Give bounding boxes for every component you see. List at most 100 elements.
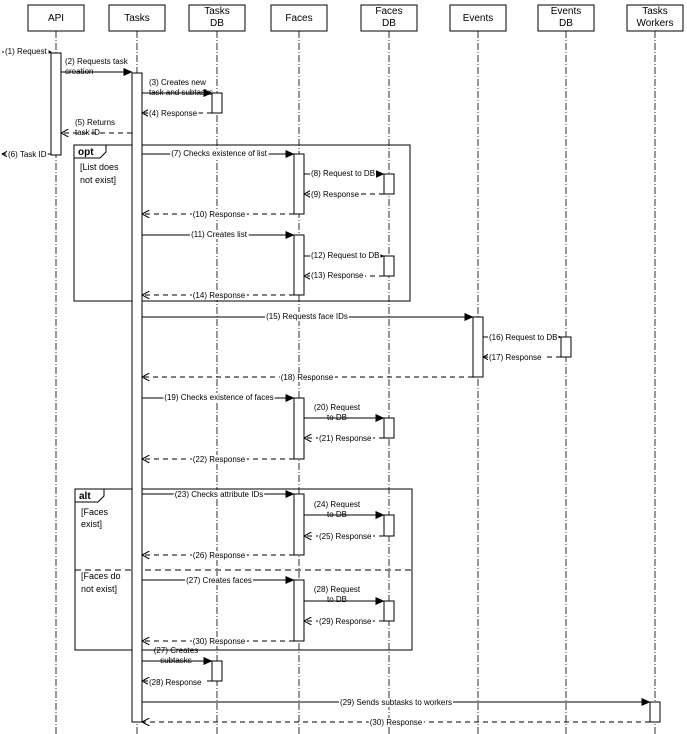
message-label-bg — [191, 455, 247, 464]
message-label: (24) Request — [314, 500, 361, 509]
message-label: (10) Response — [193, 210, 246, 219]
participant-box — [27, 4, 85, 32]
message-label-bg — [279, 373, 335, 382]
message-label: (26) Response — [193, 551, 246, 560]
message-m14: (14) Response — [142, 291, 294, 300]
message-label-bg — [310, 251, 381, 260]
participant-faces: Faces — [270, 4, 328, 32]
message-m23: (23) Checks attribute IDs — [142, 490, 295, 499]
message-label: (20) Request — [314, 403, 361, 412]
message-label: (5) Returns — [75, 118, 115, 127]
message-m1: (1) Request — [2, 47, 51, 56]
participant-box — [449, 4, 507, 32]
message-m12: (12) Request to DB — [304, 251, 385, 260]
message-label: (13) Response — [311, 271, 364, 280]
message-m18: (18) Response — [142, 373, 473, 382]
message-label: (29) Response — [319, 617, 372, 626]
participant-label: Tasks — [204, 6, 230, 17]
message-m30b: (30) Response — [142, 718, 650, 727]
message-label-bg — [4, 47, 49, 56]
message-label: (7) Checks existence of list — [171, 149, 267, 158]
message-label: (15) Requests face IDs — [266, 312, 348, 321]
message-label-bg — [488, 333, 559, 342]
message-label: (8) Request to DB — [311, 169, 375, 178]
message-m11: (11) Creates list — [142, 230, 295, 239]
message-label: (6) Task ID — [8, 150, 47, 159]
message-label-bg — [185, 576, 253, 585]
fragment-guard: exist] — [81, 519, 102, 529]
fragment-guard: [Faces do — [81, 571, 121, 581]
message-m10: (10) Response — [142, 210, 294, 219]
message-m29a: (29) Response — [304, 617, 384, 626]
message-label: (3) Creates new — [149, 78, 206, 87]
participant-label: DB — [382, 18, 396, 29]
message-m27a: (27) Creates faces — [142, 576, 295, 585]
message-label-bg — [310, 190, 361, 199]
message-m16: (16) Request to DB — [483, 333, 562, 342]
message-label: (11) Creates list — [191, 230, 248, 239]
message-label-bg — [148, 109, 199, 118]
activation-facesdb — [383, 417, 395, 439]
message-label-bg — [368, 718, 424, 727]
message-m8: (8) Request to DB — [304, 169, 385, 178]
participant-label: Events — [551, 6, 582, 17]
message-label-bg — [310, 271, 366, 280]
message-label: task and subtasks — [149, 88, 213, 97]
participant-label: DB — [559, 18, 573, 29]
message-label-bg — [163, 393, 275, 402]
message-label: (18) Response — [281, 373, 334, 382]
activation-tasksdb — [211, 660, 223, 682]
participant-tasks: Tasks — [108, 4, 166, 32]
message-label-bg — [338, 698, 454, 707]
message-label: (2) Requests task — [65, 57, 129, 66]
message-label-bg — [191, 291, 247, 300]
activation-faces — [293, 153, 305, 215]
message-label: (19) Checks existence of faces — [164, 393, 273, 402]
message-m15: (15) Requests face IDs — [142, 312, 474, 321]
message-label: (25) Response — [319, 532, 372, 541]
message-label: to DB — [327, 595, 347, 604]
activation-api — [50, 52, 62, 156]
participant-label: Tasks — [124, 13, 150, 24]
activation-tasksdb — [211, 92, 223, 114]
message-label-bg — [488, 353, 544, 362]
message-label-bg — [190, 230, 249, 239]
message-label: (22) Response — [193, 455, 246, 464]
participant-box — [188, 4, 246, 32]
participant-api: API — [27, 4, 85, 32]
message-label-bg — [148, 678, 204, 687]
message-label: (27) Creates — [154, 646, 198, 655]
message-label: (28) Request — [314, 585, 361, 594]
fragment-guard: not exist] — [81, 584, 117, 594]
message-m6: (6) Task ID — [2, 150, 51, 159]
message-label-bg — [318, 617, 374, 626]
activation-workers — [649, 701, 661, 723]
fragment-operator: opt — [78, 147, 94, 158]
message-label: (9) Response — [311, 190, 360, 199]
message-m25: (25) Response — [304, 532, 384, 541]
fragment-label-tab — [73, 144, 107, 159]
participant-box — [360, 4, 418, 32]
participant-box — [537, 4, 595, 32]
message-label: (27) Creates faces — [186, 576, 252, 585]
message-label-bg — [7, 150, 48, 159]
fragment-operator: alt — [79, 491, 91, 502]
activation-facesdb — [383, 255, 395, 277]
activation-faces — [293, 234, 305, 296]
message-label: (30) Response — [370, 718, 423, 727]
activation-events — [472, 316, 484, 378]
participant-label: DB — [210, 18, 224, 29]
participant-label: Faces — [375, 6, 402, 17]
activation-tasks — [131, 72, 143, 723]
fragment-label-tab — [74, 488, 105, 503]
activation-faces — [293, 579, 305, 642]
message-label: (21) Response — [319, 434, 372, 443]
message-label-bg — [191, 551, 247, 560]
message-label-bg — [191, 637, 247, 646]
